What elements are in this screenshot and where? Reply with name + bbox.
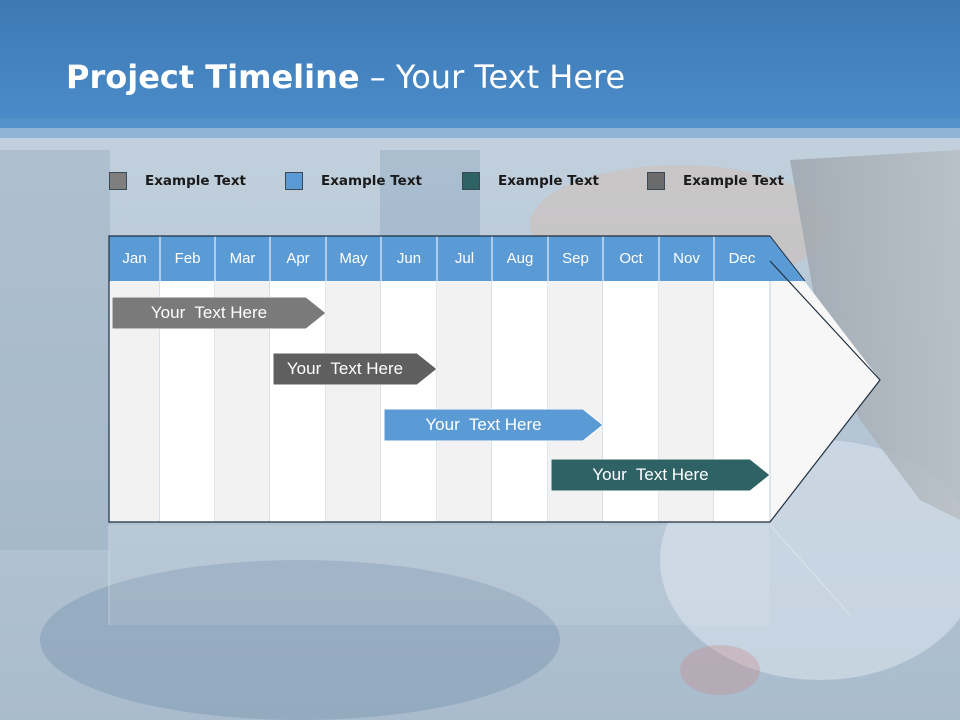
month-column: [492, 281, 548, 522]
task-arrow: [551, 459, 770, 491]
legend-item-4: Example Text: [647, 170, 784, 192]
month-label: Jan: [122, 250, 147, 267]
month-label: Feb: [174, 250, 201, 267]
month-column: [437, 281, 492, 522]
legend-item-1: Example Text: [109, 170, 246, 192]
month-label: Dec: [728, 250, 756, 267]
arrow-top-edge: [769, 235, 806, 282]
legend-swatch-1: [109, 172, 127, 190]
task-bar-shape: [273, 353, 437, 385]
task-bar-4: Your Text Here: [551, 459, 770, 491]
task-label: Your Text Here: [425, 415, 542, 434]
title-bold: Project Timeline: [66, 58, 360, 96]
task-label: Your Text Here: [150, 303, 268, 322]
task-bar-1: Your Text Here: [112, 297, 326, 329]
month-label: Sep: [562, 250, 589, 267]
month-header-band: [109, 236, 805, 281]
task-arrow: [273, 353, 437, 385]
legend-label-1: Example Text: [145, 173, 246, 189]
month-label: Mar: [229, 250, 256, 267]
legend-item-2: Example Text: [285, 170, 422, 192]
timeline-outline: [108, 235, 881, 523]
month-label: Jul: [454, 250, 475, 267]
legend-label-3: Example Text: [498, 173, 599, 189]
slide-title: Project Timeline – Your Text Here: [66, 58, 625, 96]
task-arrow: [384, 409, 603, 441]
task-label: Your Text Here: [286, 359, 404, 378]
month-label: Oct: [619, 250, 643, 267]
task-bar-2: Your Text Here: [273, 353, 437, 385]
month-label: Nov: [673, 250, 700, 267]
legend-label-2: Example Text: [321, 173, 422, 189]
legend-swatch-3: [462, 172, 480, 190]
month-label: May: [339, 250, 368, 267]
legend-label-4: Example Text: [683, 173, 784, 189]
month-label: Apr: [286, 250, 310, 267]
task-arrow: [112, 297, 326, 329]
title-rest: – Your Text Here: [359, 58, 626, 96]
month-column: [381, 281, 437, 522]
month-label: Aug: [506, 250, 534, 267]
month-label: Jun: [396, 250, 422, 267]
task-bar-shape: [384, 409, 603, 441]
task-label: Your Text Here: [592, 465, 709, 484]
task-bar-shape: [112, 297, 326, 329]
task-bar-shape: [551, 459, 770, 491]
task-bar-3: Your Text Here: [384, 409, 603, 441]
legend-swatch-2: [285, 172, 303, 190]
legend-swatch-4: [647, 172, 665, 190]
month-column: [326, 281, 381, 522]
legend-item-3: Example Text: [462, 170, 599, 192]
